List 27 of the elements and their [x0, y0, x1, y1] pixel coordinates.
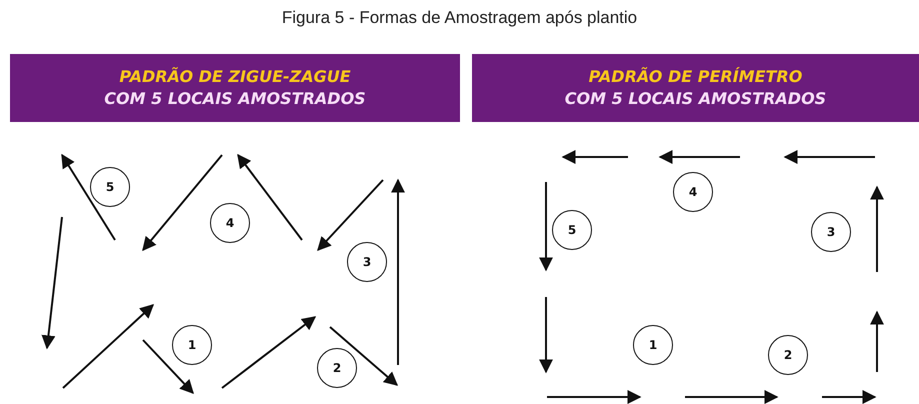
sample-site-circle — [768, 335, 808, 375]
header-text: PADRÃO DE ZIGUE-ZAGUE — [119, 66, 351, 88]
site-number: 3 — [362, 255, 372, 269]
sample-site-circle — [90, 167, 130, 207]
site-number: 1 — [188, 338, 196, 352]
site-number: 5 — [106, 180, 114, 194]
sample-site-circle — [317, 348, 357, 388]
site-number: 1 — [648, 338, 658, 352]
site-number: 5 — [568, 223, 576, 237]
figure-title: Figura 5 - Formas de Amostragem após plantio — [280, 8, 638, 28]
site-number: 4 — [226, 216, 234, 230]
sample-site-circle — [673, 172, 713, 212]
site-number: 2 — [784, 348, 792, 362]
header-band — [472, 54, 919, 122]
header-band — [10, 54, 460, 122]
site-number: 2 — [332, 361, 342, 375]
header-text: PADRÃO DE PERÍMETRO — [588, 66, 802, 88]
header-text: COM 5 LOCAIS AMOSTRADOS — [104, 88, 366, 110]
sample-site-circle — [210, 203, 250, 243]
sample-site-circle — [172, 325, 212, 365]
sample-site-circle — [347, 242, 387, 282]
site-number: 4 — [688, 185, 698, 199]
sample-site-circle — [552, 210, 592, 250]
sample-site-circle — [633, 325, 673, 365]
sample-site-circle — [811, 212, 851, 252]
site-number: 3 — [826, 225, 836, 239]
header-text: COM 5 LOCAIS AMOSTRADOS — [564, 88, 826, 110]
